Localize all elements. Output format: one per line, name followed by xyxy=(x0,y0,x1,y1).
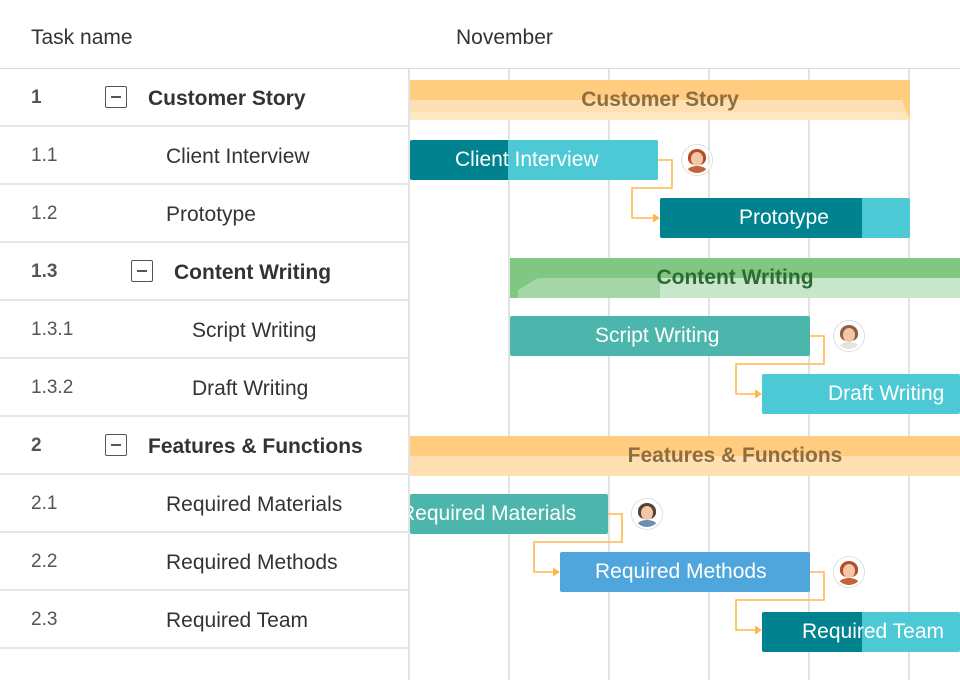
dependency-link xyxy=(735,335,825,395)
dependency-link xyxy=(533,513,623,573)
arrow-icon xyxy=(653,213,660,223)
summary-bar-features-functions[interactable]: Features & Functions xyxy=(410,436,960,476)
task-name: Draft Writing xyxy=(192,377,309,400)
task-bar-script-writing[interactable]: Script Writing xyxy=(510,316,810,356)
bar-label: Prototype xyxy=(739,206,829,229)
task-number: 1 xyxy=(31,87,42,108)
task-number: 2.1 xyxy=(31,493,58,514)
collapse-icon[interactable] xyxy=(131,260,153,282)
arrow-icon xyxy=(755,625,762,635)
bar-label: Required Methods xyxy=(595,560,767,583)
progress-fill xyxy=(410,140,508,180)
summary-bar-content-writing[interactable]: Content Writing xyxy=(510,258,960,298)
bar-label: Features & Functions xyxy=(627,444,843,467)
day-gridline xyxy=(708,69,710,680)
collapse-icon[interactable] xyxy=(105,434,127,456)
arrow-icon xyxy=(755,389,762,399)
task-row-client-interview[interactable]: 1.1 Client Interview xyxy=(0,127,408,185)
task-name: Client Interview xyxy=(166,145,310,168)
task-row-required-methods[interactable]: 2.2 Required Methods xyxy=(0,533,408,591)
task-row-prototype[interactable]: 1.2 Prototype xyxy=(0,185,408,243)
task-bar-draft-writing[interactable]: Draft Writing xyxy=(762,374,960,414)
task-row-customer-story[interactable]: 1 Customer Story xyxy=(0,69,408,127)
task-name: Required Methods xyxy=(166,551,338,574)
task-number: 1.3 xyxy=(31,261,58,282)
bar-label: Client Interview xyxy=(455,148,599,171)
day-gridline xyxy=(508,69,510,680)
task-name: Required Team xyxy=(166,609,309,632)
bar-label: Content Writing xyxy=(656,266,814,289)
summary-band xyxy=(410,436,960,456)
summary-band xyxy=(510,258,960,278)
bar-label: Required Materials xyxy=(410,502,577,525)
task-number: 1.3.2 xyxy=(31,377,74,398)
task-row-content-writing[interactable]: 1.3 Content Writing xyxy=(0,243,408,301)
user-avatar-icon[interactable] xyxy=(632,499,662,529)
summary-progress-shape xyxy=(510,278,660,298)
task-bar-client-interview[interactable]: Client Interview xyxy=(410,140,658,180)
user-avatar-icon[interactable] xyxy=(682,145,712,175)
gantt-timeline: Customer Story Client Interview Prototyp… xyxy=(410,69,960,680)
task-row-script-writing[interactable]: 1.3.1 Script Writing xyxy=(0,301,408,359)
task-name: Script Writing xyxy=(192,319,317,342)
user-avatar-icon[interactable] xyxy=(834,557,864,587)
task-bar-prototype[interactable]: Prototype xyxy=(660,198,910,238)
bar-label: Required Team xyxy=(802,620,945,643)
task-name: Customer Story xyxy=(148,87,306,110)
progress-fill xyxy=(660,198,862,238)
summary-bar-customer-story[interactable]: Customer Story xyxy=(410,80,910,120)
summary-band xyxy=(410,80,910,100)
task-number: 1.1 xyxy=(31,145,58,166)
task-bar-required-team[interactable]: Required Team xyxy=(762,612,960,652)
task-row-required-materials[interactable]: 2.1 Required Materials xyxy=(0,475,408,533)
task-row-features-functions[interactable]: 2 Features & Functions xyxy=(0,417,408,475)
task-name: Content Writing xyxy=(174,261,332,284)
task-name: Prototype xyxy=(166,203,256,226)
summary-progress-shape xyxy=(410,100,910,120)
grid-divider[interactable] xyxy=(408,69,410,680)
task-bar-required-materials[interactable]: Required Materials xyxy=(410,494,608,534)
timeline-month-header: November xyxy=(456,26,553,49)
task-name: Required Materials xyxy=(166,493,343,516)
task-grid: 1 Customer Story 1.1 Client Interview 1.… xyxy=(0,69,408,649)
task-name: Features & Functions xyxy=(148,435,363,458)
bar-label: Script Writing xyxy=(595,324,720,347)
collapse-icon[interactable] xyxy=(105,86,127,108)
summary-band xyxy=(410,456,960,476)
task-bar-required-methods[interactable]: Required Methods xyxy=(560,552,810,592)
day-gridline xyxy=(608,69,610,680)
task-number: 1.2 xyxy=(31,203,58,224)
dependency-link xyxy=(735,571,825,631)
dependency-links xyxy=(533,159,825,635)
arrow-icon xyxy=(553,567,560,577)
progress-fill xyxy=(762,612,862,652)
task-row-draft-writing[interactable]: 1.3.2 Draft Writing xyxy=(0,359,408,417)
bar-label: Draft Writing xyxy=(828,382,945,405)
dependency-link xyxy=(631,159,673,219)
task-number: 1.3.1 xyxy=(31,319,74,340)
user-avatar-icon[interactable] xyxy=(834,321,864,351)
task-row-required-team[interactable]: 2.3 Required Team xyxy=(0,591,408,649)
bar-label: Customer Story xyxy=(581,88,739,111)
task-number: 2 xyxy=(31,435,42,456)
task-name-column-header[interactable]: Task name xyxy=(31,26,133,49)
grid-header: Task name November xyxy=(0,0,960,69)
task-number: 2.2 xyxy=(31,551,58,572)
task-number: 2.3 xyxy=(31,609,58,630)
